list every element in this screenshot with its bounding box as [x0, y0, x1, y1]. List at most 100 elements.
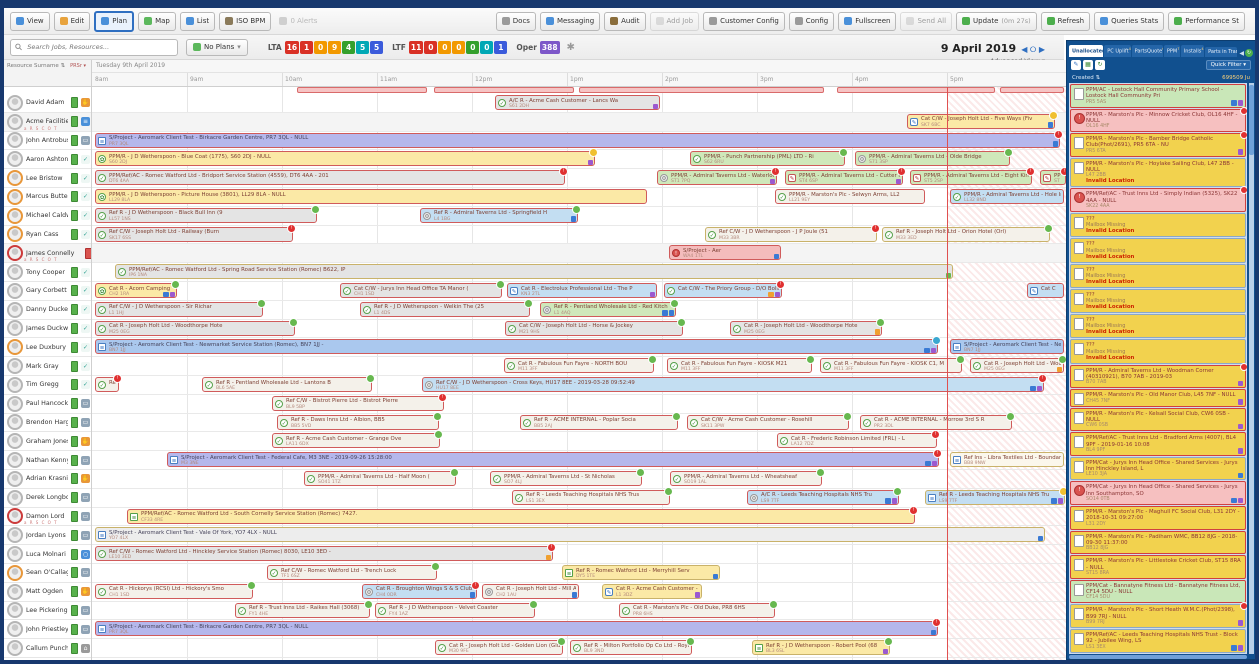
unallocated-job-card[interactable]: PPM/R - Marston's Plc - Hoylake Sailing … [1070, 157, 1246, 188]
resource-row-mark-gray[interactable]: Mark Gray✓ [4, 357, 91, 376]
resource-row-nathan-kenny[interactable]: Nathan Kenny▭ [4, 451, 91, 470]
unallocated-job-card[interactable]: PPM/R - Marston's Plc - Old Manor Club, … [1070, 389, 1246, 407]
job-bar[interactable]: ✓Cat C/W - Joseph Holt Ltd - Horse & Joc… [505, 318, 685, 336]
resource-row-danny-duckett[interactable]: Danny Duckett✓ [4, 300, 91, 320]
tab-scroll-left-icon[interactable]: ◀ [1239, 50, 1244, 57]
unallocated-job-card[interactable]: PPM/R - Admiral Taverns Ltd - Woodman Co… [1070, 363, 1247, 389]
resource-row-john-priestley[interactable]: John Priestley▭ [4, 620, 91, 640]
unallocated-job-card[interactable]: !PPM/Cat - Jurys Inn Head Office - Share… [1070, 481, 1246, 506]
job-bar[interactable]: ≡S/Project - Aeromark Client Test - Fede… [167, 450, 941, 468]
tab-unallocated[interactable]: Unallocated2 [1069, 45, 1104, 57]
job-bar[interactable]: ≡S/Project - Aeromark Client Test - Newm… [950, 339, 1064, 355]
toolbar-button-queries-stats[interactable]: Queries Stats [1094, 11, 1165, 31]
job-bar[interactable]: ✎Cat C/W - Joseph Holt Ltd - Five Ways (… [907, 111, 1057, 129]
resource-row-tim-gregg[interactable]: Tim Gregg✓ [4, 376, 91, 395]
job-bar[interactable]: ⚙Ref R - Admiral Taverns Ltd - Springfie… [420, 205, 580, 223]
job-bar[interactable]: ✓Cat R - Joseph Holt Ltd - Woodthorpe Ho… [95, 318, 297, 336]
tab-installs[interactable]: Installs43 [1180, 45, 1205, 57]
resource-row-sean-o-callaghan[interactable]: Sean O'Callaghan▭ [4, 564, 91, 583]
job-bar[interactable]: ⚙Ref R - Pentland Wholesale Ltd - Red Ki… [540, 299, 678, 317]
job-bar[interactable]: ✓Ref C/W - J D Wetherspoon - J P Joule (… [705, 224, 879, 242]
partial-schedule-bar[interactable] [434, 87, 574, 93]
unallocated-job-card[interactable]: !PPM/Ref/AC - Trust Inns Ltd - Simply In… [1070, 187, 1247, 212]
partial-schedule-bar[interactable] [1000, 87, 1064, 93]
resource-row-acme-facilities-grou[interactable]: Acme Facilities Grou...a R S C O T≡ [4, 112, 91, 132]
toolbar-button-update[interactable]: Update(0m 27s) [956, 11, 1037, 31]
job-bar[interactable]: ✓Ref R - Joseph Holt Ltd - Orion Hotel (… [882, 224, 1052, 242]
unallocated-job-card[interactable]: !PPM/R - Marston's Plc - Minnow Cricket … [1070, 107, 1247, 133]
toolbar-button-plan[interactable]: Plan [94, 10, 135, 32]
panel-edit-icon[interactable]: ✎ [1071, 59, 1081, 70]
resource-row-paul-hancock[interactable]: Paul Hancock▭ [4, 394, 91, 414]
unallocated-job-card[interactable]: PPM/R - Marston's Plc - Bamber Bridge Ca… [1070, 132, 1247, 157]
toolbar-button-docs[interactable]: Docs [495, 11, 536, 31]
search-input[interactable] [25, 42, 173, 52]
job-bar[interactable]: ✿PPM/R - J D Wetherspoon - Blue Coat (17… [95, 149, 597, 167]
job-bar[interactable]: ✓Cat R - Hickorys (RCSI) Ltd - Hickory's… [95, 581, 255, 599]
unallocated-job-card[interactable]: PPM/R - Marston's Plc - Kelsall Social C… [1070, 407, 1246, 432]
toolbar-button-messaging[interactable]: Messaging [539, 11, 601, 31]
job-bar[interactable]: ✓Ref R - Acme Cash Customer - Grange Ove… [272, 431, 442, 449]
job-bar[interactable]: ✓Ref R - J D Wetherspoon - Welkin The (2… [360, 299, 532, 317]
resource-row-derek-longbottom[interactable]: Derek Longbottom▭ [4, 488, 91, 508]
job-bar[interactable]: ✓Cat R - Frederic Robinson Limited (FRL)… [777, 431, 939, 449]
job-bar[interactable]: ✓PPM/R - Marston's Plc - Selwyn Arms, LL… [775, 189, 925, 204]
job-bar[interactable]: ✓Ref R - Trust Inns Ltd - Raikes Hall (3… [235, 600, 372, 618]
toolbar-button-config[interactable]: Config [788, 11, 835, 31]
job-bar[interactable]: ✓Ref R - J D Wetherspoon - Velvet Coaste… [375, 600, 537, 618]
resource-row-ryan-cass[interactable]: Ryan Cass✓ [4, 225, 91, 245]
job-bar[interactable]: ✓PPM/R - Punch Partnership (PML) LTD - R… [690, 149, 847, 167]
tab-pc-uplift[interactable]: PC Uplift47 [1104, 45, 1131, 57]
unallocated-job-card[interactable]: PPM/AC - Lostock Hall Community Primary … [1070, 84, 1246, 108]
resource-row-tony-cooper[interactable]: Tony Cooper✓ [4, 263, 91, 282]
panel-vertical-scrollbar[interactable] [1249, 83, 1254, 654]
job-bar[interactable]: ✓Ref R - Milton Portfolio Op Co Ltd - Ro… [570, 638, 694, 656]
tab-partsquote[interactable]: PartsQuote67 [1131, 45, 1163, 57]
job-bar[interactable]: ✓Cat R - Joseph Holt Ltd - Golden Lion (… [435, 638, 565, 656]
job-bar[interactable]: ✓Ref C/W - Bistrot Pierre Ltd - Bistrot … [272, 393, 446, 411]
tab-parts-in-trans[interactable]: Parts in Trans [1205, 47, 1238, 57]
resource-row-jordan-lyons[interactable]: Jordan Lyons▭ [4, 526, 91, 546]
job-bar[interactable]: ✎PPM/R - Admiral Taverns Ltd - Eight Kin… [910, 168, 1034, 186]
job-bar[interactable]: ✓Ref! [95, 375, 121, 392]
panel-refresh-icon[interactable]: ↻ [1095, 59, 1105, 70]
job-bar[interactable]: ⚙PPM/R - Admiral Taverns Ltd - Olde Brid… [855, 149, 1012, 167]
job-bar[interactable]: ✓Cat C/W - The Priory Group - D/O Bollro… [664, 281, 784, 298]
job-bar[interactable]: ✓Cat R - Joseph Holt Ltd - Woodthorpe Ho… [970, 356, 1066, 374]
toolbar-button-audit[interactable]: Audit [604, 11, 646, 31]
toolbar-button-list[interactable]: List [179, 11, 216, 31]
resource-row-luca-molnari[interactable]: Luca Molnari○ [4, 545, 91, 564]
created-sort[interactable]: Created ⇅ [1072, 74, 1101, 81]
partial-schedule-bar[interactable] [297, 87, 427, 93]
job-bar[interactable]: ⚙Cat R - Joseph Holt Ltd - Mill At Upton… [482, 583, 579, 599]
resource-column-header[interactable]: Resource Surname ⇅ PRSr ▾ [4, 60, 92, 87]
resource-row-adrian-krasniqi[interactable]: Adrian Krasniqi✋ [4, 470, 91, 489]
unallocated-job-card[interactable]: PPM/R - Marston's Plc - Maghull FC Socia… [1070, 506, 1246, 530]
job-bar[interactable]: ✓Cat R - Fabulous Fun Fayre - KIOSK C1, … [820, 356, 964, 374]
unallocated-job-card[interactable]: PPM/R - Marston's Plc - Littlestoke Cric… [1070, 555, 1246, 579]
prsr-column-header[interactable]: PRSr ▾ [70, 63, 86, 69]
unallocated-job-card[interactable]: PPM/R - Marston's Plc - Padiham WMC, BB1… [1070, 530, 1246, 555]
resource-row-callum-punch[interactable]: Callum Punch⌂ [4, 639, 91, 658]
job-bar[interactable]: ≡Ref Ins - Libra Textiles Ltd - Boundary… [950, 452, 1064, 468]
job-bar[interactable]: ✎PPM/R - Admiral Taverns Ltd - Cutter Ho… [785, 168, 905, 186]
job-bar[interactable]: ✓Cat C/W - Acme Cash Customer - Rosehill… [687, 412, 851, 430]
unallocated-job-card[interactable]: PPM/Cat - Bannatyne Fitness Ltd - Bannat… [1070, 579, 1246, 604]
job-bar[interactable]: ✿PPM/R - J D Wetherspoon - Picture House… [95, 189, 647, 204]
job-bar[interactable]: ✓Ref R - J D Wetherspoon - Black Bull In… [95, 205, 319, 223]
job-bar[interactable]: ≡Ref R - J D Wetherspoon - Robert Pool (… [752, 638, 892, 656]
job-bar[interactable]: ✓Cat C/W - Jurys Inn Head Office TA Mano… [340, 281, 504, 298]
